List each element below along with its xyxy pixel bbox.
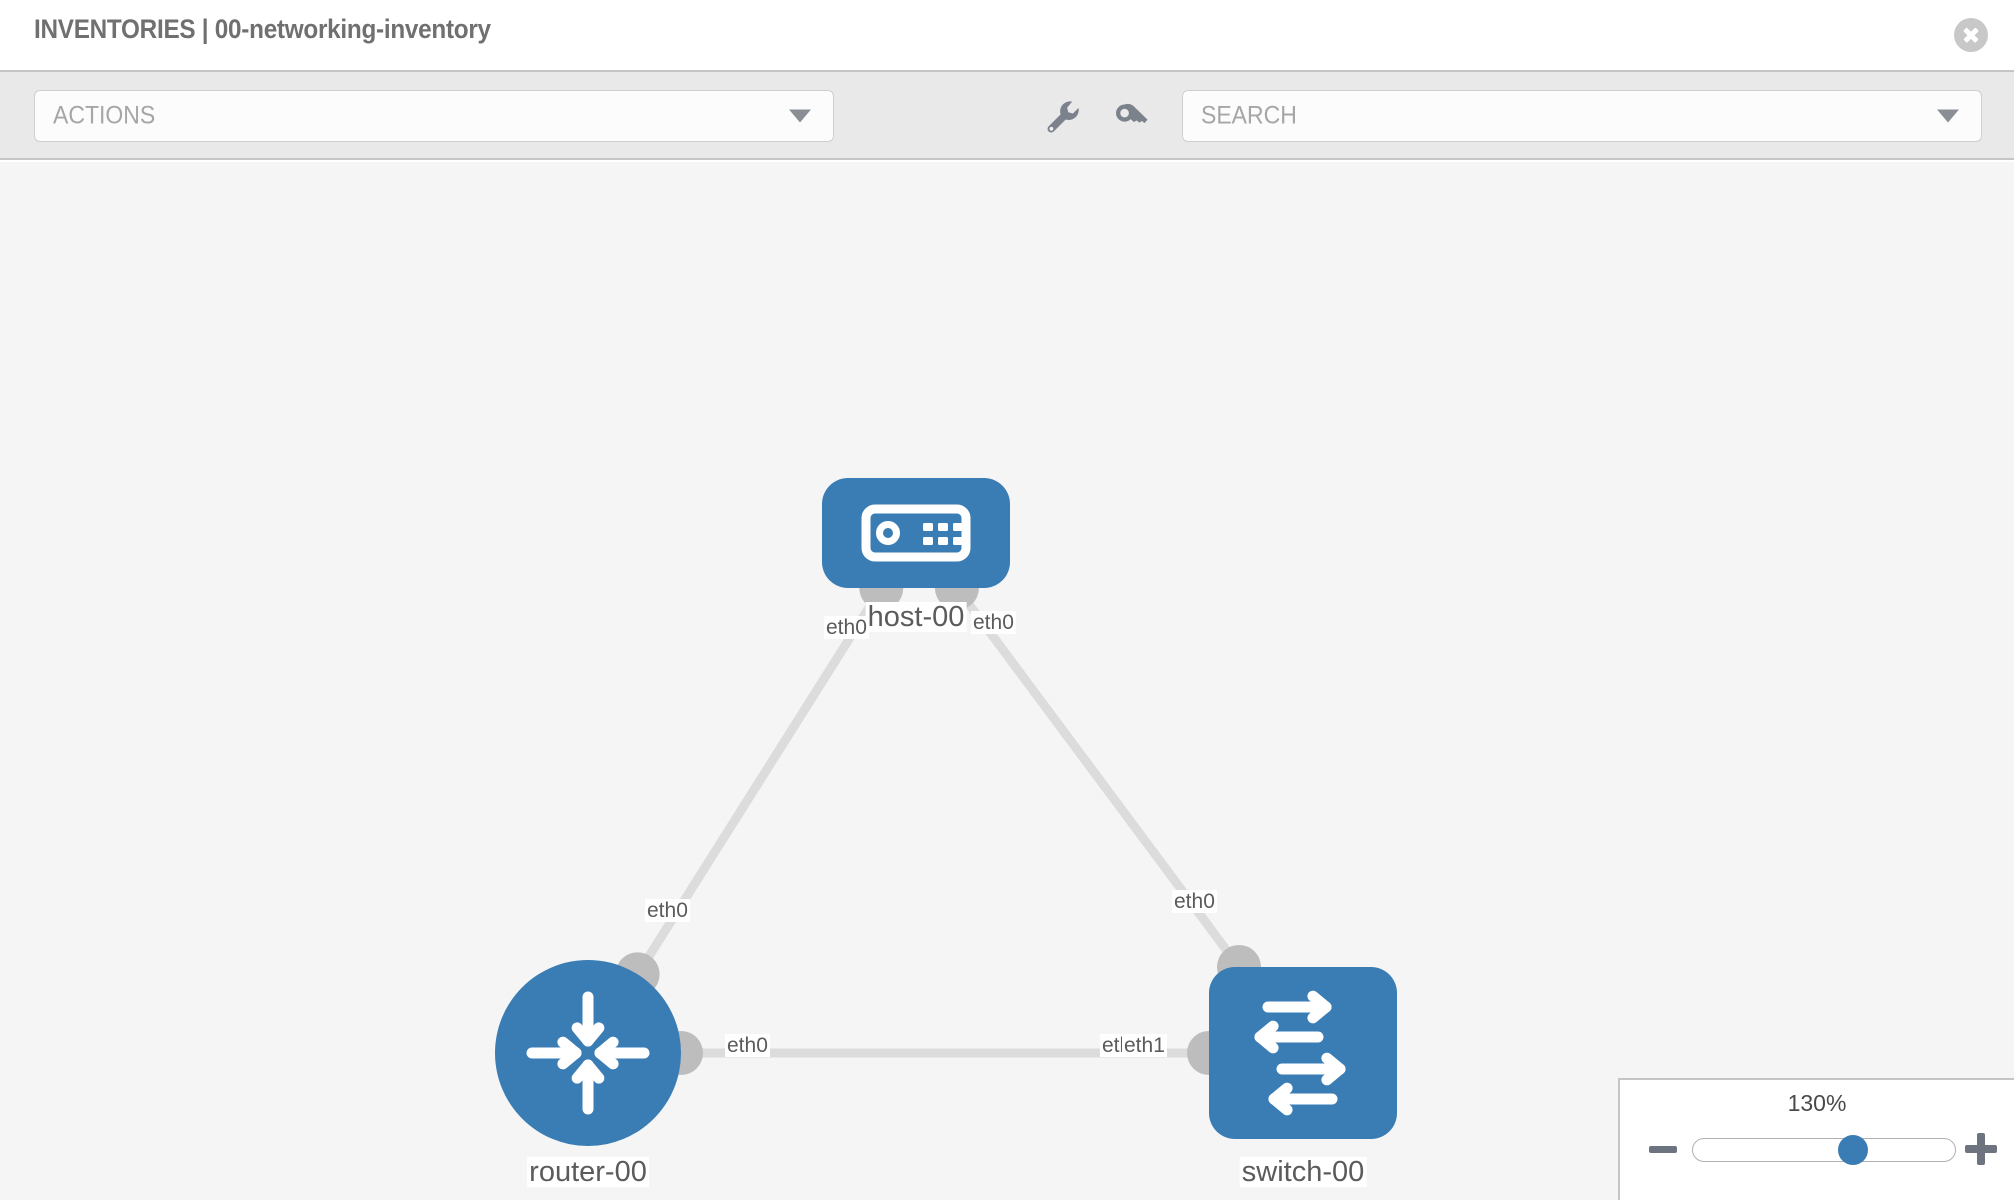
topology-node-host-00[interactable] [822, 478, 1010, 588]
plus-icon-vertical [1977, 1133, 1985, 1165]
page-title: INVENTORIES | 00-networking-inventory [34, 14, 491, 44]
topology-graph [495, 478, 1397, 1146]
key-icon[interactable] [1110, 96, 1152, 138]
node-shape[interactable] [822, 478, 1010, 588]
search-input-placeholder: SEARCH [1201, 101, 1297, 130]
edge-interface-label: eth0 [1172, 890, 1217, 914]
edge-interface-label: eth0 [824, 616, 869, 640]
nodes-layer [495, 478, 1397, 1146]
search-input[interactable]: SEARCH [1182, 90, 1982, 142]
zoom-level-value: 130% [1787, 1090, 1847, 1116]
node-label-switch-00: switch-00 [1239, 1156, 1367, 1188]
wrench-icon[interactable] [1042, 96, 1084, 138]
topology-canvas[interactable]: host-00 router-00 switch-00 eth0 eth0 eth0 eth… [0, 162, 2014, 1200]
actions-dropdown[interactable]: ACTIONS [34, 90, 834, 142]
topology-node-router-00[interactable] [495, 960, 681, 1146]
zoom-out-button[interactable] [1646, 1132, 1680, 1166]
zoom-slider-thumb[interactable] [1837, 1135, 1868, 1165]
edge-interface-label: eth1 [1122, 1034, 1167, 1058]
server-device-icon [861, 504, 971, 562]
zoom-slider[interactable] [1692, 1135, 1956, 1165]
router-arrows-icon [526, 991, 650, 1115]
page-header: INVENTORIES | 00-networking-inventory [0, 0, 2014, 70]
edge-interface-label: eth0 [645, 899, 690, 923]
zoom-in-button[interactable] [1964, 1132, 1998, 1166]
node-label-router-00: router-00 [527, 1156, 649, 1188]
topology-node-switch-00[interactable] [1209, 967, 1397, 1139]
switch-arrows-icon [1254, 990, 1346, 1116]
actions-dropdown-label: ACTIONS [53, 101, 156, 130]
node-shape[interactable] [495, 960, 681, 1146]
chevron-down-icon[interactable] [1937, 109, 1959, 123]
chevron-down-icon [789, 109, 811, 123]
edge-interface-label: eth0 [971, 611, 1016, 635]
edge-interface-label: eth0 [725, 1034, 770, 1058]
toolbar: ACTIONS SEARCH [0, 70, 2014, 160]
close-icon[interactable] [1954, 18, 1988, 52]
node-label-host-00: host-00 [865, 601, 967, 633]
minus-icon [1649, 1146, 1677, 1153]
connectors-layer [615, 566, 1261, 1075]
zoom-control-panel: 130% [1618, 1078, 2014, 1200]
node-shape[interactable] [1209, 967, 1397, 1139]
